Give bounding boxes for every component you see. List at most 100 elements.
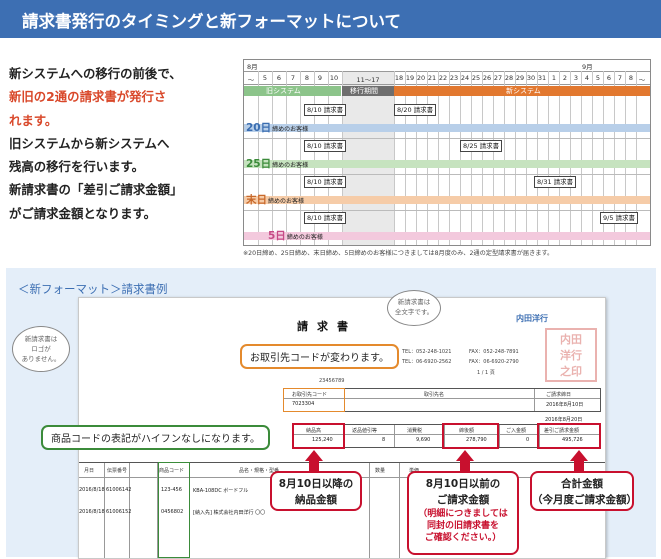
detail-product: [納入先] 株式会社内田洋行 〇〇 [193,510,266,516]
grid-line [272,71,273,245]
day-label: 26 [482,74,492,82]
arrow-stem [309,461,319,471]
grid-line [625,71,626,245]
val-prev: 278,790 [466,437,487,443]
day-label: 4 [584,74,590,82]
day-label: 23 [449,74,459,82]
invoice-tag: 8/20 請求書 [394,104,437,116]
day-label: 28 [504,74,514,82]
day-label: 9 [317,74,323,82]
day-label: ～ [247,76,255,84]
callout-code: お取引先コードが変わります。 [240,344,399,369]
detail-col-date: 月日 [84,468,95,474]
detail-col-slip: 伝票番号 [107,468,128,474]
box-previous-sub: （明細につきましては 同封の旧請求書を ご確認ください。） [418,509,508,543]
invoice-tag: 8/31 請求書 [534,176,577,188]
billing-date-label: ご請求締日 [546,392,572,398]
day-label: 2 [562,74,568,82]
day-label: 31 [537,74,547,82]
day-label: 20 [416,74,426,82]
bubble-font: 新請求書は 全文字です。 [387,290,441,326]
billing-date-2: 2016年8月20日 [545,417,583,423]
val-tax: 9,690 [416,437,431,443]
grid-line [559,71,560,245]
grid-line [570,71,571,245]
col-paid: ご入金額 [506,428,527,434]
grid-line [636,71,637,245]
col-delivery: 納品高 [306,428,322,434]
invoice-tag: 8/10 請求書 [304,212,347,224]
grid-line [515,71,516,245]
row-label-20: 20日締めのお客様 [246,122,309,134]
grid-line [258,71,259,245]
product-code-highlight [158,462,190,558]
row-bar-25 [244,160,650,168]
code-label: お取引先コード [292,392,328,398]
day-label: 7 [617,74,623,82]
day-label: 22 [438,74,448,82]
desc-line-3: れます。 [9,112,58,128]
day-label: 8 [304,74,310,82]
col-total: 差引ご請求金額 [544,428,580,434]
arrow-stem [460,461,470,471]
invoice-tag: 8/10 請求書 [304,176,347,188]
grid-line [314,71,315,245]
detail-date: 2016/8/18 [79,487,105,493]
val-return: 8 [382,437,386,443]
arrow-up-icon [570,450,588,461]
day-label: 1 [551,74,557,82]
grid-line [394,71,395,245]
month-sep: 9月 [582,63,593,71]
grid-line [460,71,461,245]
month-aug: 8月 [247,63,258,71]
row-label-25: 25日締めのお客様 [246,158,309,170]
grid-line [493,71,494,245]
detail-product: KBA-108DC ボードフル [193,488,249,494]
box-total: 合計金額 （今月度ご請求金額） [530,471,637,511]
val-paid: 0 [526,437,530,443]
box-delivery: 8月10日以降の 納品金額 [270,471,362,511]
detail-col-code: 商品コード [159,468,185,474]
val-delivery: 125,240 [312,437,333,443]
code-highlight [283,388,345,412]
col-prev: 締後額 [459,428,475,434]
callout-product: 商品コードの表記がハイフンなしになります。 [41,425,270,450]
trade-name-label: 取引先名 [424,392,445,398]
description: 新システムへの移行の前後で、 新旧の2通の請求書が発行さ れます。 旧システムか… [9,62,235,225]
desc-line-6: 新請求書の「差引ご請求金額」 [9,182,183,198]
day-label: 21 [427,74,437,82]
arrow-up-icon [456,450,474,461]
day-label: 8 [628,74,634,82]
grid-line [342,71,343,245]
billing-date: 2016年8月10日 [546,402,584,408]
day-label: 6 [276,74,282,82]
customer-no: 23456789 [319,378,345,384]
new-system-label: 新システム [506,87,541,95]
page-title: 請求書発行のタイミングと新フォーマットについて [22,12,402,31]
box-previous: 8月10日以前の ご請求金額 （明細につきましては 同封の旧請求書を ご確認くだ… [407,471,519,555]
day-label: 19 [405,74,415,82]
day-label: 27 [493,74,503,82]
grid-line [526,71,527,245]
tel: TEL：052-248-1021 [402,349,452,355]
day-label: 18 [394,74,404,82]
invoice-title: 請求書 [297,320,357,333]
day-label: 24 [460,74,470,82]
col-tax: 消費税 [407,428,423,434]
tel2: TEL：06-6920-2562 [402,359,452,365]
grid-line [427,71,428,245]
grid-line [449,71,450,245]
day-label: 10 [329,74,339,82]
prev-highlight [442,423,499,449]
grid-line [603,71,604,245]
day-label: 30 [526,74,536,82]
row-bar-20 [244,124,650,132]
row-bar-5 [244,232,650,240]
brand-name: 内田洋行 [516,314,548,323]
grid-line [286,71,287,245]
desc-line-1: 新システムへの移行の前後で、 [9,66,182,81]
invoice-tag: 8/25 請求書 [460,140,503,152]
company-seal: 内田洋行之印 [545,328,597,382]
grid-line [504,71,505,245]
detail-col-product: 品名・規格・型番 [239,468,280,474]
